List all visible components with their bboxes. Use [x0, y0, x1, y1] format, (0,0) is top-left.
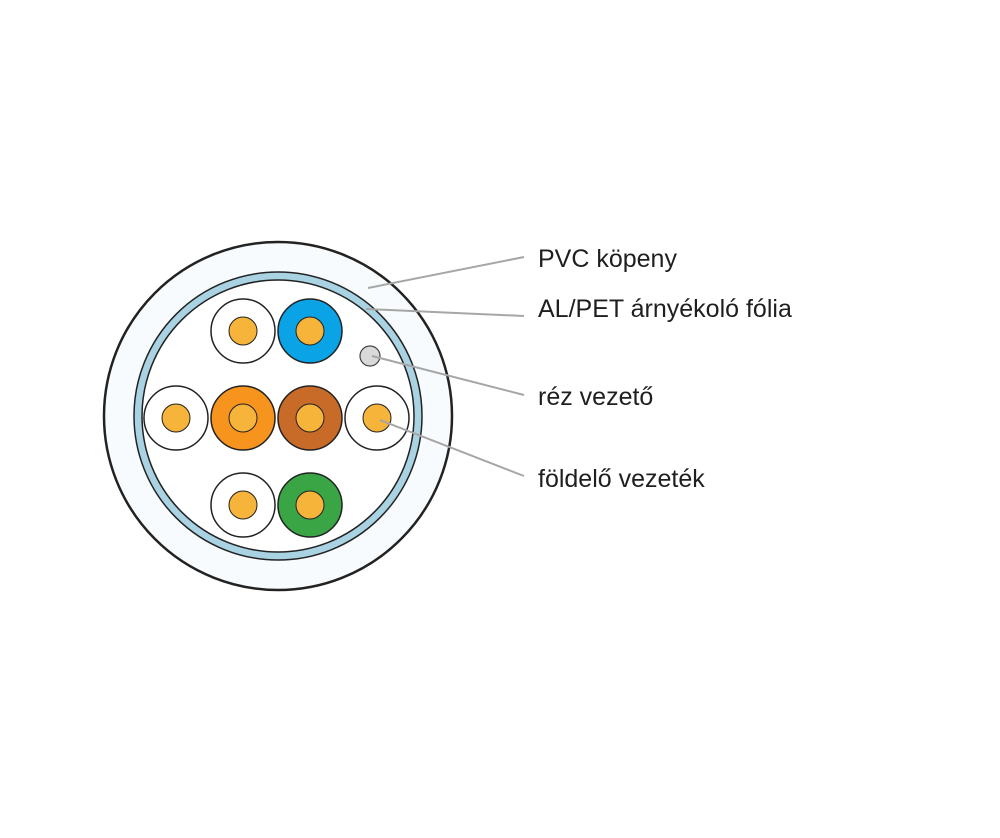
- label-copper-conductor: réz vezető: [538, 383, 654, 411]
- copper-conductor: [295, 316, 325, 346]
- copper-conductor: [161, 403, 191, 433]
- wire-blue: [277, 298, 343, 364]
- wire-orange: [210, 385, 276, 451]
- label-drain-wire: földelő vezeték: [538, 465, 705, 493]
- wire-brown: [277, 385, 343, 451]
- wire-white-blue-stripe: [210, 298, 276, 364]
- leader-line-copper: [371, 355, 525, 396]
- leader-line-drain: [379, 419, 525, 477]
- wire-white-green-stripe: [210, 472, 276, 538]
- copper-conductor: [295, 403, 325, 433]
- copper-conductor: [295, 490, 325, 520]
- drain-wire: [359, 345, 381, 367]
- copper-conductor: [362, 403, 392, 433]
- label-pvc-jacket: PVC köpeny: [538, 245, 677, 273]
- copper-conductor: [228, 403, 258, 433]
- copper-conductor: [228, 316, 258, 346]
- leader-line-foil: [365, 308, 525, 317]
- label-al-pet-foil: AL/PET árnyékoló fólia: [538, 295, 792, 323]
- wire-white-brown-right: [344, 385, 410, 451]
- wire-green: [277, 472, 343, 538]
- leader-line-jacket: [367, 256, 525, 289]
- copper-conductor: [228, 490, 258, 520]
- wire-white-orange-left: [143, 385, 209, 451]
